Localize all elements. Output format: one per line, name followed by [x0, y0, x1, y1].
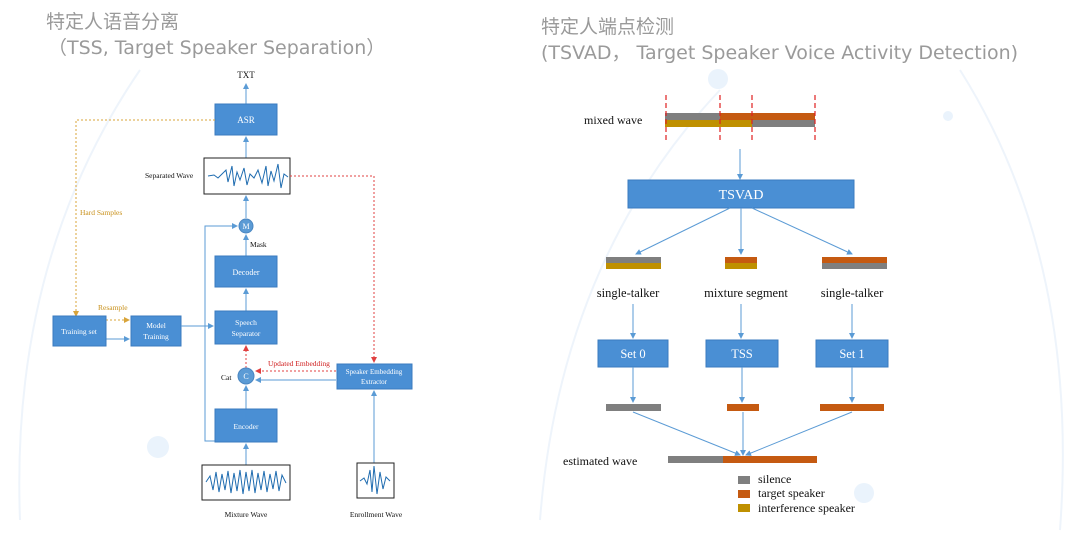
m-label: M — [242, 222, 249, 231]
decoder-label: Decoder — [232, 268, 259, 277]
legend-interference-speaker: interference speaker — [758, 501, 855, 515]
encoder-label: Encoder — [234, 422, 259, 431]
left-title-line1: 特定人语音分离 — [46, 11, 180, 33]
right-title-line2: (TSVAD， Target Speaker Voice Activity De… — [541, 42, 1019, 64]
legend-swatch-target — [738, 490, 750, 498]
mixture-waveform — [205, 469, 287, 495]
single-talker-right-label: single-talker — [821, 286, 884, 300]
single-talker-left-label: single-talker — [597, 286, 660, 300]
mixed-wave-label: mixed wave — [584, 113, 642, 127]
speech-separator-label-1: Speech — [235, 318, 257, 327]
separated-waveform — [207, 163, 289, 189]
mixture-segment-label: mixture segment — [704, 286, 788, 300]
estimated-wave-label: estimated wave — [563, 454, 637, 468]
speech-separator-box — [214, 310, 278, 345]
mixture-wave-label: Mixture Wave — [225, 510, 268, 519]
estimated-wave-bar — [668, 456, 723, 463]
tsvad-diagram: mixed wave TSVAD single-talker mixture s… — [563, 95, 889, 515]
set0-box — [597, 339, 669, 368]
hard-samples-label: Hard Samples — [80, 208, 122, 217]
left-title-line2: （TSS, Target Speaker Separation） — [48, 37, 386, 59]
model-training-box — [130, 315, 182, 347]
enrollment-wave-label: Enrollment Wave — [350, 510, 403, 519]
background-decoration — [18, 69, 1064, 531]
spk-emb-label-2: Extractor — [361, 378, 388, 386]
encoder-box — [214, 408, 278, 443]
set1-label: Set 1 — [839, 347, 864, 361]
bubble-decoration — [854, 483, 874, 503]
cat-label: Cat — [221, 373, 232, 382]
c-label: C — [243, 372, 248, 381]
training-set-label: Training set — [61, 327, 98, 336]
legend-silence: silence — [758, 472, 791, 486]
legend-swatch-interference — [738, 504, 750, 512]
speaker-embedding-extractor-box — [336, 363, 413, 390]
separated-wave-frame — [203, 157, 291, 195]
bubble-decoration — [147, 436, 169, 458]
bubble-decoration — [708, 69, 728, 89]
tsvad-box — [627, 179, 855, 209]
right-title-line1: 特定人端点检测 — [541, 16, 675, 38]
spk-emb-label-1: Speaker Embedding — [346, 368, 403, 376]
mask-label: Mask — [250, 240, 267, 249]
bubble-decoration — [943, 111, 953, 121]
model-training-label-1: Model — [146, 321, 166, 330]
legend-swatch-silence — [738, 476, 750, 484]
mixture-wave-frame — [201, 464, 291, 501]
tsvad-label: TSVAD — [719, 188, 764, 203]
model-training-label-2: Training — [143, 332, 169, 341]
segment-boundaries — [665, 95, 816, 143]
tss-box — [705, 339, 779, 368]
legend: silence target speaker interference spea… — [738, 472, 855, 515]
c-node — [237, 367, 255, 385]
asr-label: ASR — [237, 115, 255, 125]
updated-embedding-label: Updated Embedding — [268, 359, 330, 368]
resample-label: Resample — [98, 303, 128, 312]
tss-label: TSS — [731, 347, 753, 361]
txt-label: TXT — [237, 70, 255, 80]
m-node — [238, 218, 254, 234]
training-set-box — [52, 315, 107, 347]
separated-wave-label: Separated Wave — [145, 171, 194, 180]
mixed-wave-bar-top — [665, 113, 815, 120]
set1-box — [815, 339, 889, 368]
speech-separator-label-2: Separator — [232, 329, 261, 338]
enrollment-waveform — [359, 465, 391, 495]
set0-label: Set 0 — [620, 347, 645, 361]
legend-target-speaker: target speaker — [758, 486, 825, 500]
decoder-box — [214, 255, 278, 288]
asr-box — [214, 103, 278, 136]
tss-diagram: TXT ASR Separated Wave Hard Samples M Ma… — [52, 70, 413, 519]
